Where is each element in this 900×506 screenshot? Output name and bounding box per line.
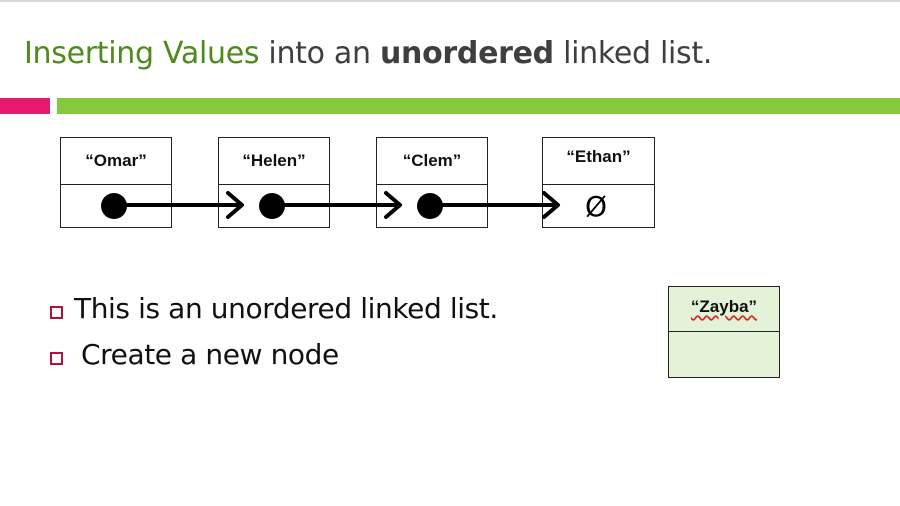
node-value: “Clem” [377,138,487,185]
null-pointer-symbol: Ø [585,190,608,223]
arrowhead-3-4 [542,191,560,219]
new-node: “Zayba” [668,286,780,378]
bullet-text: Create a new node [81,338,339,371]
node-value: “Omar” [61,138,171,185]
node-pointer: Ø [543,184,654,227]
arrowhead-2-3 [384,191,402,219]
node-value: “Helen” [219,138,329,185]
new-node-label: “Zayba” [690,297,758,316]
title-highlight: Inserting Values [24,36,260,71]
title-text: into an [259,36,380,71]
title-bold: unordered [379,36,554,71]
top-border [0,0,900,2]
list-node-4: “Ethan” Ø [542,137,655,228]
slide-title: Inserting Values into an unordered linke… [24,36,712,71]
list-node-3: “Clem” [376,137,488,228]
list-node-2: “Helen” [218,137,330,228]
node-value: “Ethan” [543,138,654,185]
arrowhead-1-2 [226,191,244,219]
checkbox-bullet-icon [50,306,63,319]
new-node-value: “Zayba” [669,287,779,332]
accent-bar-green [57,98,900,114]
checkbox-bullet-icon [50,352,63,365]
accent-bar-pink [0,98,50,114]
bullet-text: This is an unordered linked list. [74,292,498,325]
title-text-end: linked list. [553,36,713,71]
